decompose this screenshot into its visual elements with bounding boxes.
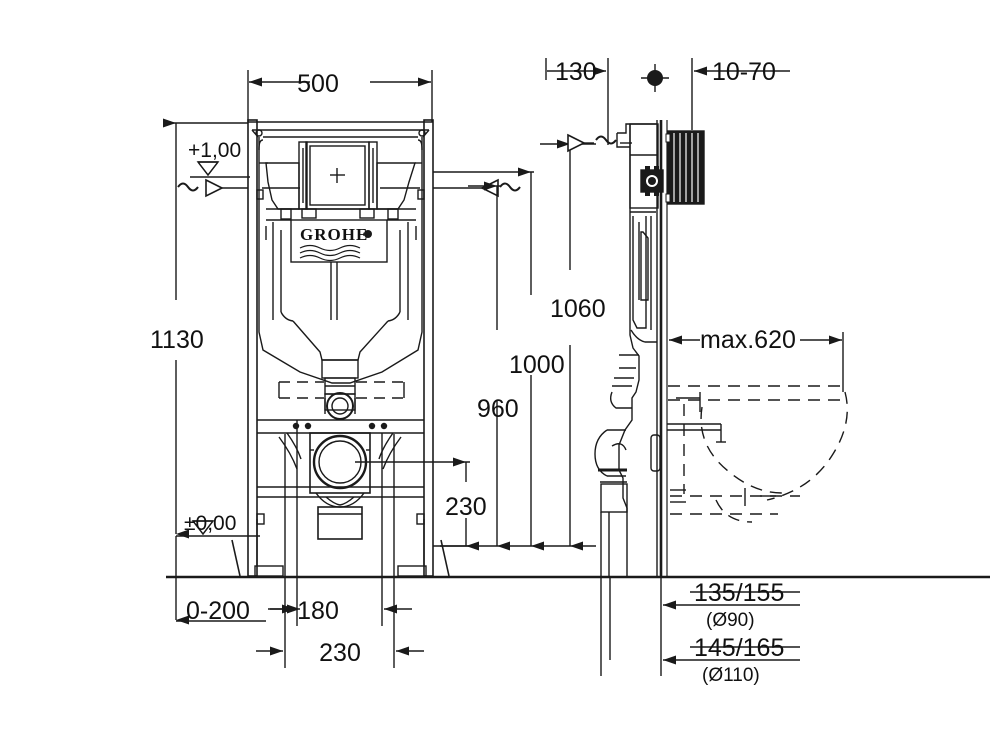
dim-max620-label: max.620	[700, 326, 796, 354]
dim-1060	[540, 139, 596, 551]
dim-180	[268, 420, 412, 626]
actuation-plate-opening	[298, 141, 378, 210]
level-marker-lower	[176, 520, 260, 537]
wc-pan-outline-dashed	[668, 385, 848, 523]
side-internal-valve	[630, 211, 657, 343]
frame-top-rail	[248, 121, 433, 138]
side-top-cap	[616, 123, 658, 156]
level-upper-label: +1,00	[188, 139, 241, 162]
dim-230-height-label: 230	[445, 493, 487, 521]
dim-230-width	[256, 434, 424, 668]
dim-145-165-dia-label: (Ø110)	[702, 665, 760, 686]
dim-max-620	[669, 332, 844, 392]
dim-0-200	[175, 536, 266, 625]
grohe-badge-panel	[266, 219, 416, 263]
frame-lower-rail	[257, 419, 424, 434]
dim-130-label: 130	[555, 58, 597, 86]
dim-1000-label: 1000	[509, 351, 565, 379]
cistern-inner-walls	[259, 162, 422, 210]
actuator-fixing-icon	[640, 166, 664, 196]
frame-feet	[254, 519, 427, 577]
water-supply-symbol-side	[567, 133, 632, 153]
side-drain-verticals	[600, 577, 662, 676]
dim-500-label: 500	[297, 70, 339, 98]
cistern-body	[258, 136, 423, 384]
dim-10-70-label: 10-70	[712, 58, 776, 86]
dim-230-height	[355, 457, 479, 551]
water-supply-symbol-left	[177, 178, 300, 198]
dim-130	[545, 58, 609, 145]
dim-135-155	[663, 591, 800, 610]
grohe-logo-dot	[364, 230, 372, 238]
water-supply-symbol-right	[380, 178, 521, 198]
flush-pipe	[292, 320, 389, 411]
dim-145-165	[663, 646, 800, 665]
pan-outlet-connector	[309, 432, 371, 540]
dim-1060-label: 1060	[550, 295, 606, 323]
cistern-ribs	[265, 222, 417, 322]
hidden-bracket-dashed	[279, 381, 404, 399]
grohe-brand-label: GROHE	[300, 225, 368, 244]
wall-bracket-curves	[278, 432, 402, 470]
dim-1130	[163, 118, 248, 539]
side-pipe-bends	[594, 354, 639, 577]
connection-point-marker	[641, 64, 669, 92]
dim-230-width-label: 230	[319, 639, 361, 667]
outlet-bend-block	[665, 130, 705, 205]
side-section-view	[545, 58, 848, 676]
dim-135-155-dia-label: (Ø90)	[706, 610, 755, 631]
cistern-cleats	[266, 208, 416, 220]
wall-mount-lug	[650, 434, 661, 472]
dim-10-70	[691, 58, 790, 130]
flush-connector-ring	[324, 392, 356, 420]
dim-1130-label: 1130	[150, 326, 204, 354]
dim-180-label: 180	[297, 597, 339, 625]
level-lower-label: ±0,00	[184, 512, 236, 535]
dim-1000	[433, 167, 544, 551]
dim-960	[468, 181, 510, 551]
dim-145-165-label: 145/165	[694, 634, 784, 662]
dim-135-155-label: 135/155	[694, 579, 784, 607]
dim-960-label: 960	[477, 395, 519, 423]
wc-pan-detail-ticks	[667, 392, 776, 506]
grohe-logo-waves	[299, 244, 361, 262]
dim-0-200-label: 0-200	[186, 597, 250, 625]
frame-side-tabs	[256, 189, 425, 525]
level-marker-upper	[190, 161, 250, 178]
